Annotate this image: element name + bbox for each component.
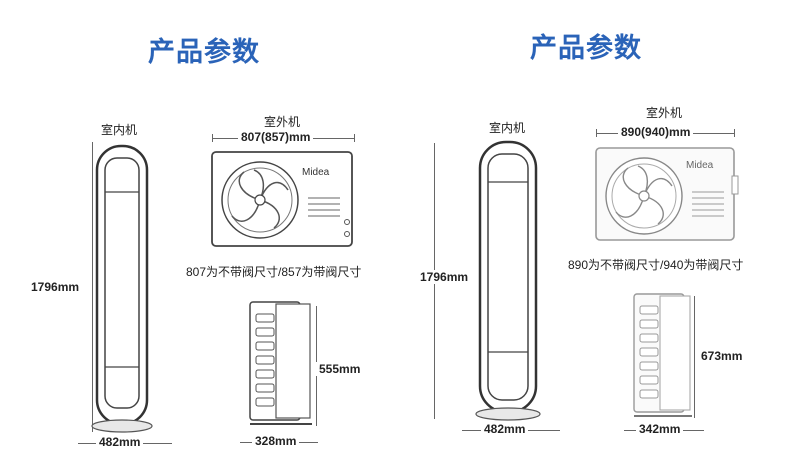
right-height-label: 1796mm xyxy=(417,270,472,284)
left-title: 产品参数 xyxy=(148,37,260,68)
left-height-dimension-line xyxy=(92,142,93,432)
left-outdoor-unit-front xyxy=(211,151,353,247)
right-indoor-unit xyxy=(475,140,541,421)
right-side-height-label: 673mm xyxy=(698,349,746,363)
right-outdoor-label: 室外机 xyxy=(646,106,683,120)
left-height-label: 1796mm xyxy=(28,280,83,294)
left-outdoor-label: 室外机 xyxy=(264,115,301,129)
right-indoor-label: 室内机 xyxy=(489,121,526,135)
left-outdoor-unit-side xyxy=(249,301,312,425)
left-outdoor-width-label: 807(857)mm xyxy=(238,130,314,144)
left-outdoor-width-tick-left xyxy=(212,134,213,142)
right-side-height-line xyxy=(694,296,695,418)
right-outdoor-width-tick-right xyxy=(734,129,735,137)
right-outdoor-unit-front xyxy=(595,147,739,241)
right-outdoor-width-tick-left xyxy=(596,129,597,137)
left-indoor-unit xyxy=(91,144,153,433)
right-valve-note: 890为不带阀尺寸/940为带阀尺寸 xyxy=(568,258,744,272)
left-valve-note: 807为不带阀尺寸/857为带阀尺寸 xyxy=(186,265,362,279)
right-outdoor-unit-side xyxy=(633,293,692,417)
left-side-height-label: 555mm xyxy=(316,362,364,376)
right-title: 产品参数 xyxy=(530,33,642,64)
right-side-depth-label: 342mm xyxy=(636,422,684,436)
left-indoor-label: 室内机 xyxy=(101,123,138,137)
right-outdoor-width-label: 890(940)mm xyxy=(618,125,694,139)
right-indoor-width-label: 482mm xyxy=(481,422,529,436)
left-outdoor-width-tick-right xyxy=(354,134,355,142)
left-midea-logo: Midea xyxy=(302,167,330,178)
left-side-depth-label: 328mm xyxy=(252,434,300,448)
right-midea-logo: Midea xyxy=(686,160,714,171)
left-indoor-width-label: 482mm xyxy=(96,435,144,449)
